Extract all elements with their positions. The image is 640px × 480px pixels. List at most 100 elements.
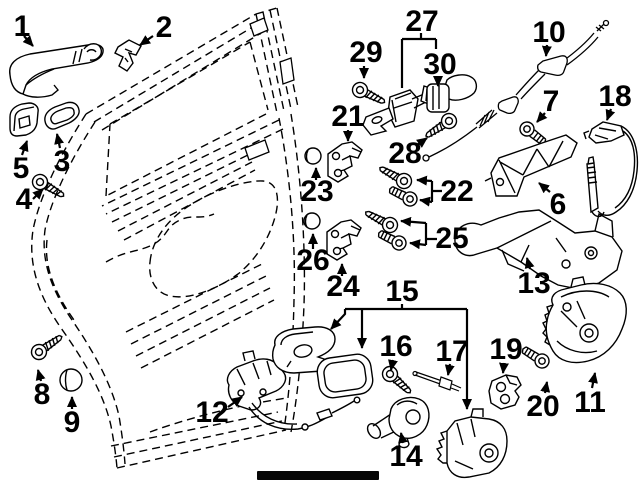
part-15-latch-cover xyxy=(271,326,336,374)
door-front-edge xyxy=(31,113,126,469)
part-26-cap xyxy=(303,212,321,230)
inner-panel-bottom-contour xyxy=(149,397,287,433)
callout-22: 22 xyxy=(440,175,473,208)
door-bottom-edge xyxy=(110,411,287,469)
callout-6: 6 xyxy=(550,188,567,221)
part-14-lock-cylinder-unit xyxy=(366,396,430,449)
leader-22a xyxy=(416,175,433,186)
frame-tab-belt xyxy=(244,139,270,161)
bottom-cropped-artifact xyxy=(257,471,379,480)
leader-28 xyxy=(415,137,428,148)
callout-8: 8 xyxy=(34,378,51,411)
leader-8 xyxy=(35,369,46,382)
callout-25: 25 xyxy=(435,222,468,255)
leader-7 xyxy=(536,111,548,123)
part-3-handle-gasket xyxy=(44,101,80,130)
part-23-cap xyxy=(304,147,322,165)
door-beltline xyxy=(101,119,284,215)
door-rear-edge xyxy=(278,113,306,433)
part-10-lock-cable xyxy=(422,19,610,162)
leader-1 xyxy=(22,35,34,47)
leader-13 xyxy=(524,257,535,270)
part-28-stud xyxy=(421,109,461,144)
callout-23: 23 xyxy=(300,175,333,208)
leader-3 xyxy=(54,133,64,149)
part-16-screw xyxy=(378,362,417,399)
callout-27: 27 xyxy=(405,5,438,38)
part-9-plug-grommet xyxy=(59,368,83,392)
leader-14 xyxy=(398,432,408,444)
callout-29: 29 xyxy=(349,36,382,69)
callout-2: 2 xyxy=(156,11,173,44)
leader-22-bracket xyxy=(430,181,442,202)
callout-24: 24 xyxy=(326,270,360,303)
leader-19 xyxy=(499,362,509,374)
inner-panel-access-hole xyxy=(148,180,279,298)
leader-11 xyxy=(588,372,598,389)
leader-2 xyxy=(139,35,154,46)
callout-26: 26 xyxy=(296,244,329,277)
inner-panel-contour xyxy=(105,213,215,263)
callout-30: 30 xyxy=(423,48,456,81)
part-11-lock-actuator xyxy=(542,276,627,364)
frame-tab-pillar xyxy=(279,57,295,85)
part-13-reinforcement-bracket xyxy=(454,209,623,290)
leader-20 xyxy=(540,381,551,394)
leader-5 xyxy=(18,140,29,156)
callout-3: 3 xyxy=(54,145,71,178)
window-opening xyxy=(105,41,269,197)
callout-labels: 1 2 3 4 5 6 7 8 9 10 11 12 13 14 15 16 1… xyxy=(13,5,632,473)
leader-16 xyxy=(388,359,398,371)
callout-20: 20 xyxy=(526,390,559,423)
callout-9: 9 xyxy=(64,406,81,439)
leader-15-bracket xyxy=(345,304,467,311)
inner-panel-upper-band xyxy=(111,153,256,241)
part-19-striker-plate xyxy=(488,374,522,410)
leader-27-bracket xyxy=(400,33,438,88)
leader-4 xyxy=(32,188,44,200)
part-24-lower-hinge xyxy=(326,219,362,261)
part-17-pin xyxy=(412,370,462,392)
frame-tab-top xyxy=(249,17,269,37)
callout-16: 16 xyxy=(379,330,412,363)
callout-11: 11 xyxy=(574,386,606,419)
leader-18 xyxy=(605,108,616,121)
leader-15a xyxy=(330,309,347,330)
leader-10 xyxy=(541,44,552,57)
callout-17: 17 xyxy=(435,335,468,368)
part-15-latch-gasket xyxy=(316,353,374,399)
callout-5: 5 xyxy=(13,152,30,185)
inner-panel-lower-band xyxy=(125,263,275,369)
leader-17 xyxy=(444,363,455,376)
callout-19: 19 xyxy=(489,333,522,366)
callout-12: 12 xyxy=(195,396,228,429)
callout-21: 21 xyxy=(331,100,364,133)
door-frame-tabs xyxy=(244,17,295,161)
callout-10: 10 xyxy=(532,16,565,49)
leader-22b xyxy=(419,196,433,207)
callout-1: 1 xyxy=(14,10,31,43)
callout-14: 14 xyxy=(389,440,423,473)
part-2-handle-cap-bracket xyxy=(114,39,142,72)
callout-leaders xyxy=(18,33,616,444)
leader-12 xyxy=(227,396,243,408)
callout-4: 4 xyxy=(16,183,33,216)
part-6-handle-reinforcement xyxy=(484,134,578,197)
leader-25-bracket xyxy=(424,223,437,245)
callout-7: 7 xyxy=(543,85,560,118)
leader-25b xyxy=(409,239,427,250)
part-8-screw-rivet xyxy=(27,329,67,364)
part-20-striker-bolt xyxy=(518,342,553,372)
part-30-check-boot xyxy=(426,74,478,113)
callout-15: 15 xyxy=(385,275,418,308)
leader-25a xyxy=(400,216,427,227)
door-panel-phantom-outline xyxy=(31,7,306,469)
callout-18: 18 xyxy=(598,80,631,113)
parts-layer xyxy=(9,19,639,479)
callout-28: 28 xyxy=(388,137,421,170)
part-18-lock-rod-and-clip xyxy=(583,121,639,218)
window-front-pillar xyxy=(85,13,267,131)
callout-13: 13 xyxy=(517,267,550,300)
